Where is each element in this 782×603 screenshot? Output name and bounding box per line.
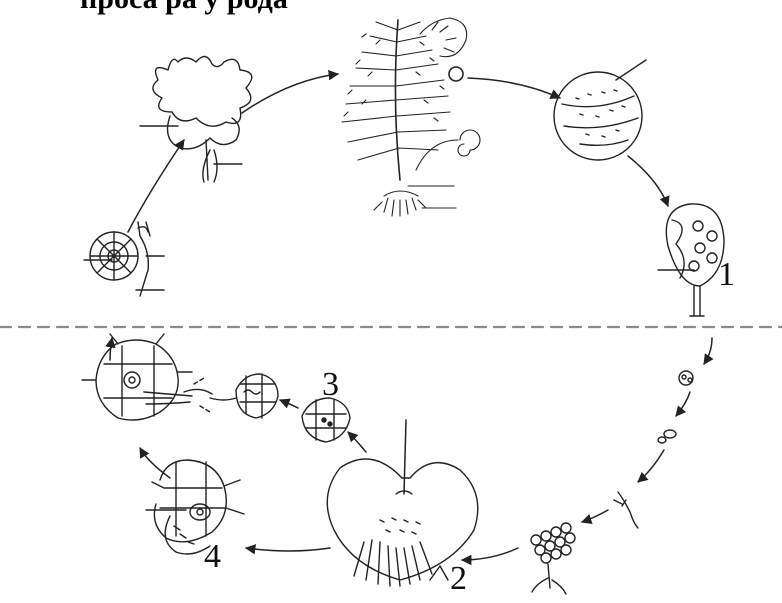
arrow-young-to-adult [242,74,338,113]
spore-stages-drawing [531,371,693,594]
adult-fern-drawing [342,18,480,216]
magnified-leaf-drawing [554,60,646,160]
arrow-sporangium-to-spores [704,338,712,364]
arrow-germ-to-filament [638,450,664,482]
arrow-sporophyte-to-young [128,140,184,232]
arrow-archegonium-to-fertilization [280,400,298,408]
arrow-prothallus-to-zygote [246,548,330,551]
zygote-drawing [146,460,244,554]
label-2: 2 [450,562,467,596]
label-4: 4 [204,540,221,574]
arrow-prothallus-to-archegonium [348,432,366,452]
sporangium-drawing [658,204,724,316]
arrow-adult-to-leaf [468,78,560,98]
label-3: 3 [322,368,339,402]
arrow-zygote-to-embryo [140,448,170,478]
cell-cluster [531,523,575,594]
cycle-arrows [110,74,712,560]
arrow-spores-to-germ [676,392,690,416]
young-sporophyte-drawing [140,56,252,182]
arrow-filament-to-cluster [582,510,608,522]
arrow-leaf-to-sporangium [628,156,668,206]
fertilization-drawing [82,334,236,420]
label-1: 1 [718,258,735,292]
arrow-cluster-to-prothallus [462,548,518,560]
embryo-drawing [84,222,164,296]
